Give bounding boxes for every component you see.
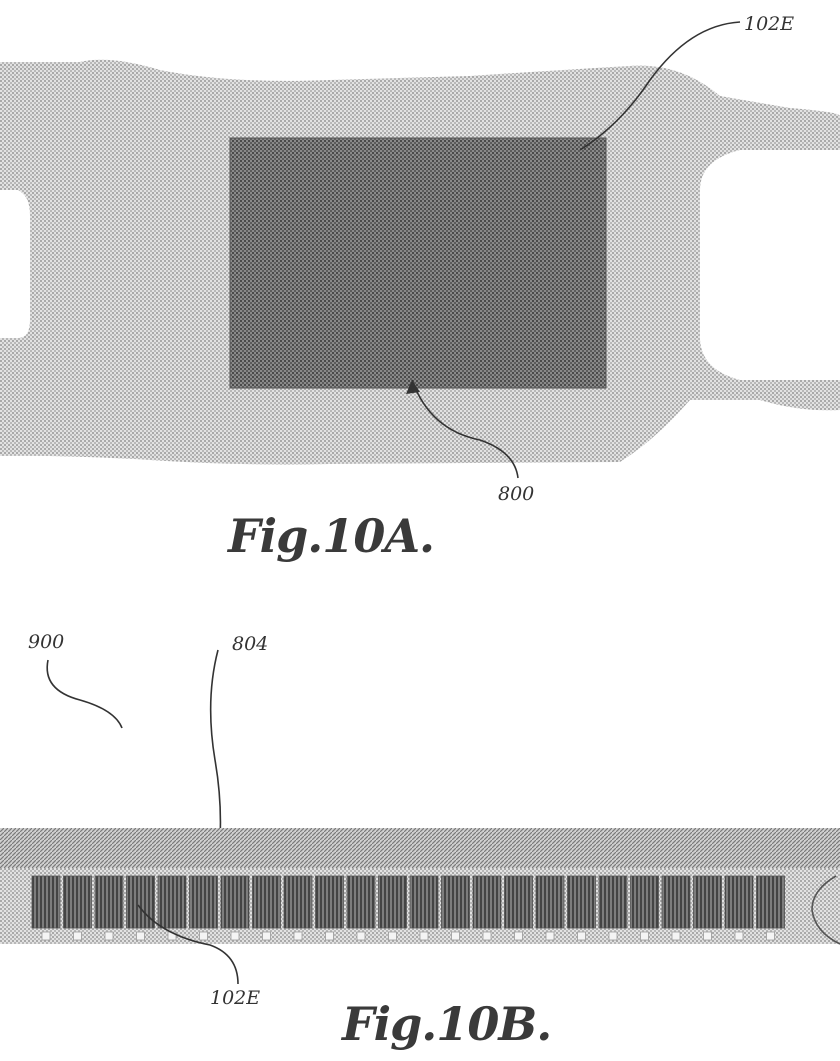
leader-line-800: [411, 379, 519, 479]
electrode-cell: [283, 875, 313, 929]
electrode-cell: [472, 875, 502, 929]
edge-curve: [811, 875, 840, 945]
electrode-cell: [756, 875, 785, 929]
electrode-cell: [157, 875, 187, 929]
contact-pad: [734, 931, 744, 941]
contact-pad: [230, 931, 240, 941]
fig-10b: 900 804 102E Fig.10B.: [0, 631, 840, 1051]
contact-pad: [671, 931, 681, 941]
electrode-cell: [567, 875, 596, 929]
leader-line-102e-b: [137, 904, 239, 985]
electrode-cell: [31, 875, 61, 929]
electrode-cell: [63, 875, 92, 929]
contact-pad: [545, 931, 555, 941]
contact-pad: [73, 931, 82, 941]
electrode-cell: [693, 875, 722, 929]
contact-pad: [419, 931, 429, 941]
contact-pad: [640, 931, 649, 941]
electrode-cell: [504, 875, 533, 929]
electrode-cell: [252, 875, 281, 929]
arrowhead-800: [406, 380, 420, 394]
contact-pad: [136, 931, 145, 941]
caption-fig-10a: Fig.10A.: [226, 509, 434, 563]
contact-pad: [766, 931, 775, 941]
fig-10a: 102E 800 Fig.10A.: [0, 13, 840, 563]
leader-line-804: [209, 649, 222, 841]
electrode-cell: [598, 875, 628, 929]
electrode-cell: [189, 875, 218, 929]
contact-pad: [451, 931, 460, 941]
contact-pad: [703, 931, 712, 941]
contact-pad: [577, 931, 586, 941]
leader-line-102e: [579, 21, 741, 151]
electrode-cell: [535, 875, 565, 929]
electrode-cell: [409, 875, 439, 929]
contact-pad: [293, 931, 303, 941]
electrode-cell: [630, 875, 659, 929]
electrode-cell: [94, 875, 124, 929]
electrode-cell: [661, 875, 691, 929]
contact-pad: [262, 931, 271, 941]
electrode-cell: [724, 875, 754, 929]
electrode-cells: [31, 875, 785, 941]
electrode-cell: [126, 875, 155, 929]
electrode-cell: [378, 875, 407, 929]
label-804: 804: [232, 633, 268, 655]
label-900: 900: [28, 631, 64, 653]
electrode-cell: [220, 875, 250, 929]
contact-pad: [482, 931, 492, 941]
contact-pad: [356, 931, 366, 941]
electrode-cell: [315, 875, 344, 929]
substrate-layer-804: [0, 828, 840, 868]
label-102e-top: 102E: [744, 13, 794, 35]
contact-pad: [325, 931, 334, 941]
electrode-cell: [346, 875, 376, 929]
contact-pad: [104, 931, 114, 941]
contact-pad: [608, 931, 618, 941]
contact-pad: [199, 931, 208, 941]
caption-fig-10b: Fig.10B.: [340, 997, 551, 1051]
electrode-array-800: [229, 137, 607, 389]
contact-pad: [388, 931, 397, 941]
electrode-cell: [441, 875, 470, 929]
contact-pad: [514, 931, 523, 941]
leader-line-900: [46, 659, 123, 729]
label-800: 800: [498, 483, 534, 505]
label-102e-bottom: 102E: [210, 987, 260, 1009]
contact-pad: [41, 931, 51, 941]
